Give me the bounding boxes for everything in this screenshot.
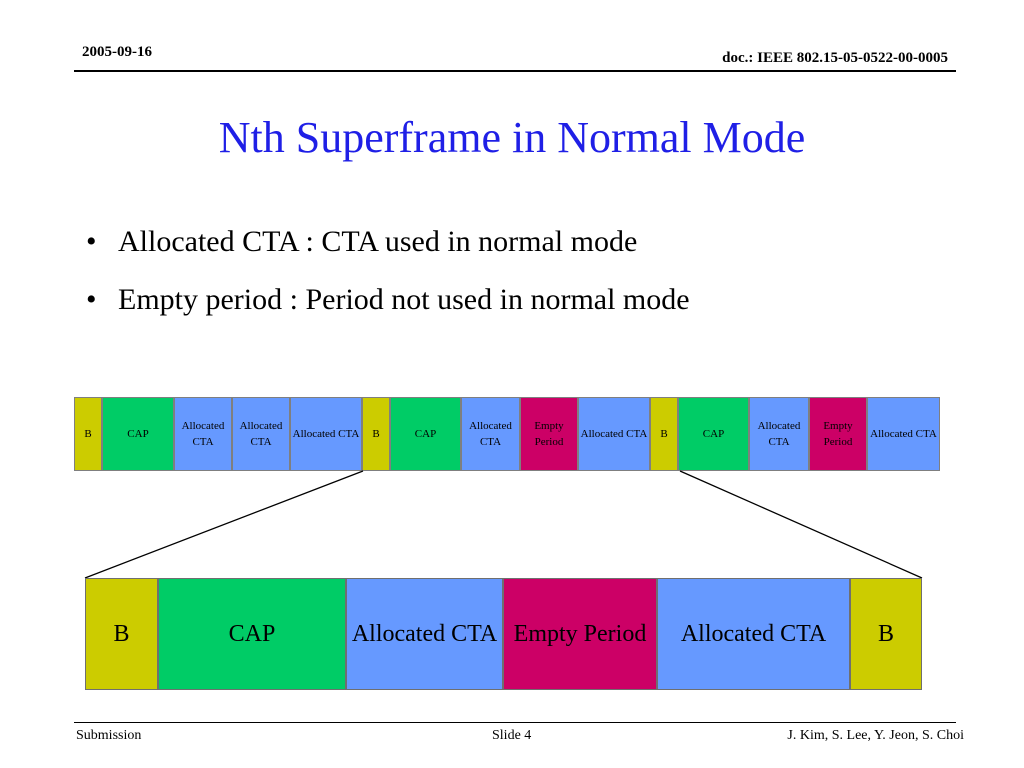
allocated-cta-segment: Allocated CTA	[749, 397, 809, 471]
bullet-text: Allocated CTA : CTA used in normal mode	[118, 225, 638, 258]
beacon-segment: B	[650, 397, 678, 471]
bullet-item: • Empty period : Period not used in norma…	[86, 280, 690, 338]
bullet-text: Empty period : Period not used in normal…	[118, 283, 690, 316]
allocated-cta-segment: Allocated CTA	[290, 397, 362, 471]
beacon-segment: B	[362, 397, 390, 471]
allocated-cta-segment: Allocated CTA	[578, 397, 650, 471]
cap-segment: CAP	[678, 397, 749, 471]
bullet-list: • Allocated CTA : CTA used in normal mode…	[86, 222, 690, 338]
allocated-cta-segment: Allocated CTA	[232, 397, 290, 471]
slide-title: Nth Superframe in Normal Mode	[218, 113, 806, 162]
beacon-segment: B	[850, 578, 922, 690]
empty-period-segment: Empty Period	[809, 397, 867, 471]
empty-period-segment: Empty Period	[503, 578, 657, 690]
allocated-cta-segment: Allocated CTA	[657, 578, 850, 690]
header-date: 2005-09-16	[82, 44, 152, 60]
beacon-segment: B	[74, 397, 102, 471]
zoom-line-left	[84, 470, 364, 579]
allocated-cta-segment: Allocated CTA	[867, 397, 940, 471]
cap-segment: CAP	[102, 397, 174, 471]
allocated-cta-segment: Allocated CTA	[461, 397, 520, 471]
bullet-glyph: •	[86, 283, 97, 316]
zoom-line-right	[679, 470, 923, 579]
bullet-item: • Allocated CTA : CTA used in normal mode	[86, 222, 690, 280]
zoomed-superframe: B CAP Allocated CTA Empty Period Allocat…	[85, 578, 922, 690]
allocated-cta-segment: Allocated CTA	[346, 578, 503, 690]
allocated-cta-segment: Allocated CTA	[174, 397, 232, 471]
footer-slide-number: Slide 4	[492, 728, 532, 743]
header-doc-id: doc.: IEEE 802.15-05-0522-00-0005	[722, 50, 948, 66]
footer-rule	[74, 722, 956, 723]
header-rule	[74, 70, 956, 72]
cap-segment: CAP	[390, 397, 461, 471]
cap-segment: CAP	[158, 578, 346, 690]
footer-submission: Submission	[76, 728, 142, 743]
superframe-sequence: B CAP Allocated CTA Allocated CTA Alloca…	[74, 397, 940, 471]
empty-period-segment: Empty Period	[520, 397, 578, 471]
bullet-glyph: •	[86, 225, 97, 258]
footer-authors: J. Kim, S. Lee, Y. Jeon, S. Choi	[787, 728, 964, 743]
beacon-segment: B	[85, 578, 158, 690]
